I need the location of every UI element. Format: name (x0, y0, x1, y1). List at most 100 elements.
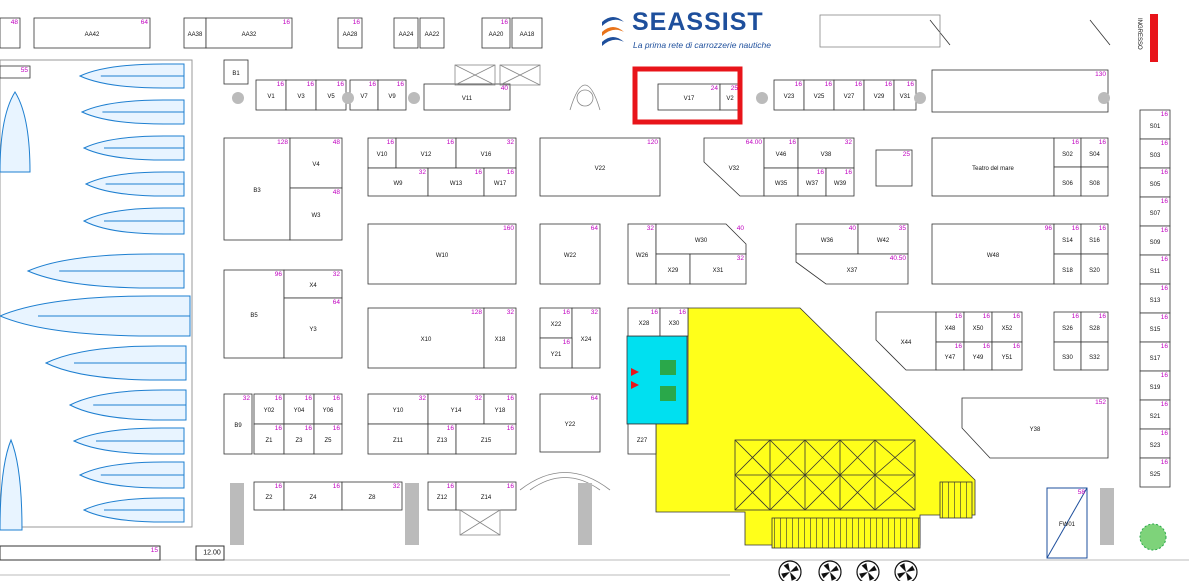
highlighted-stand-frame (632, 66, 743, 125)
stand-number-v5: 16 (336, 81, 344, 88)
stand-z1 (253, 423, 285, 455)
stand-label-y18: Y18 (494, 408, 506, 414)
stand-z3 (283, 423, 315, 455)
stand-x10 (367, 307, 485, 369)
stand-y04 (283, 393, 315, 425)
stand-s25 (1139, 457, 1171, 488)
misc-structures (454, 14, 1111, 536)
seassist-logo: SEASSIST La prima rete di carrozzerie na… (598, 8, 778, 56)
fan-icon (856, 560, 880, 581)
stand-label-z14: Z14 (480, 495, 492, 501)
fan-blade (906, 572, 913, 581)
stand-number-w13: 16 (474, 169, 482, 176)
stand-number-s14: 16 (1071, 225, 1079, 232)
fan-icon (894, 560, 918, 581)
stand-w10 (367, 223, 517, 285)
stand-s32 (1080, 341, 1109, 371)
stand-number-s07: 16 (1160, 198, 1168, 205)
stand-label-x4: X4 (309, 283, 317, 289)
stand-label-z5: Z5 (324, 438, 332, 444)
stand-label-s26: S26 (1062, 326, 1073, 332)
stand-number-x10: 128 (471, 309, 482, 316)
fan-blade (821, 572, 830, 579)
stand-number-s02: 16 (1071, 139, 1079, 146)
stand-z15 (455, 423, 517, 455)
stand-v11 (423, 83, 511, 111)
fan-blade (897, 572, 906, 579)
stand-label-s18: S18 (1062, 268, 1073, 274)
stand-y18 (483, 393, 517, 425)
fan-blade (790, 565, 799, 572)
boat-shape (0, 438, 23, 531)
stand-number-w9: 32 (418, 169, 426, 176)
stand-number-v1: 16 (276, 81, 284, 88)
stand-number-s19: 16 (1160, 372, 1168, 379)
stand-number-aa42: 64 (140, 19, 148, 26)
stand-label-s09: S09 (1149, 239, 1161, 246)
stand-label-aa22: AA22 (424, 32, 440, 38)
stand-number-aa32: 16 (282, 19, 290, 26)
stand-label-s17: S17 (1149, 355, 1161, 362)
stand-s20 (1080, 253, 1109, 285)
stand-label-w9: W9 (393, 181, 403, 187)
stand-number-y06: 16 (332, 395, 340, 402)
fan-blade (899, 563, 906, 572)
stand-label-s23: S23 (1149, 442, 1161, 449)
stand-label-s32: S32 (1089, 355, 1100, 361)
stand-label-b9: B9 (234, 423, 242, 429)
stand-y21 (539, 337, 573, 369)
fan-blade (790, 572, 797, 581)
stand-z4 (283, 481, 343, 511)
stand-label-z2: Z2 (265, 495, 273, 501)
green-area (1139, 523, 1167, 551)
boat-shape (0, 91, 31, 173)
stand-label-w3: W3 (311, 213, 321, 219)
stand-label-y06: Y06 (322, 408, 334, 414)
stand-label-v29: V29 (873, 94, 885, 100)
arrow-right-icon (631, 381, 639, 389)
stand-number-z3: 16 (304, 425, 312, 432)
stand-w30 (655, 223, 747, 255)
stand-label-z13: Z13 (436, 438, 448, 444)
stand-label-v27: V27 (843, 94, 855, 100)
fan-blade (830, 565, 839, 572)
stand-number-z4: 16 (332, 483, 340, 490)
stand-aa18 (511, 17, 543, 49)
stand-v10 (367, 137, 397, 169)
stand-number-v12: 16 (446, 139, 454, 146)
stand-number-z15: 16 (506, 425, 514, 432)
stand-label-s02: S02 (1062, 151, 1073, 158)
stand-number-b3: 128 (277, 139, 288, 146)
stand-label-x52: X52 (1001, 326, 1013, 332)
bottom-left-sign-box (0, 545, 161, 561)
stand-s04 (1080, 137, 1109, 168)
stand-label-x48: X48 (944, 326, 956, 332)
stand-label-x37: X37 (846, 268, 858, 274)
stand-number-v3: 16 (306, 81, 314, 88)
stand-y10 (367, 393, 429, 425)
stand-aa42 (33, 17, 151, 49)
stand-y49 (963, 341, 993, 371)
fan-blade (823, 563, 830, 572)
stand-label-teatro: Teatro del mare (972, 166, 1014, 172)
fw01-frame (1046, 487, 1088, 559)
stand-label-w39: W39 (833, 181, 847, 187)
stand-number-s26: 16 (1071, 313, 1079, 320)
stand-label-v3: V3 (297, 94, 305, 100)
stand-teatro (931, 137, 1055, 197)
stand-number-v2x: 25 (730, 85, 738, 92)
stand-number-y49: 16 (982, 343, 990, 350)
stand-label-s25: S25 (1149, 471, 1161, 478)
stand-label-w36: W36 (820, 238, 834, 244)
stand-label-x30: X30 (668, 321, 680, 327)
stand-number-x50: 16 (982, 313, 990, 320)
stand-w22 (539, 223, 601, 285)
stand-s05 (1139, 167, 1171, 198)
stand-y38 (961, 397, 1109, 459)
fan-blade (859, 572, 868, 579)
bottom-left-sign-box (195, 545, 225, 561)
stand-label-fw01: FW01 (1058, 522, 1076, 528)
stand-number-x4: 32 (332, 271, 340, 278)
stand-number-y21: 16 (562, 339, 570, 346)
stand-number-y04: 16 (304, 395, 312, 402)
